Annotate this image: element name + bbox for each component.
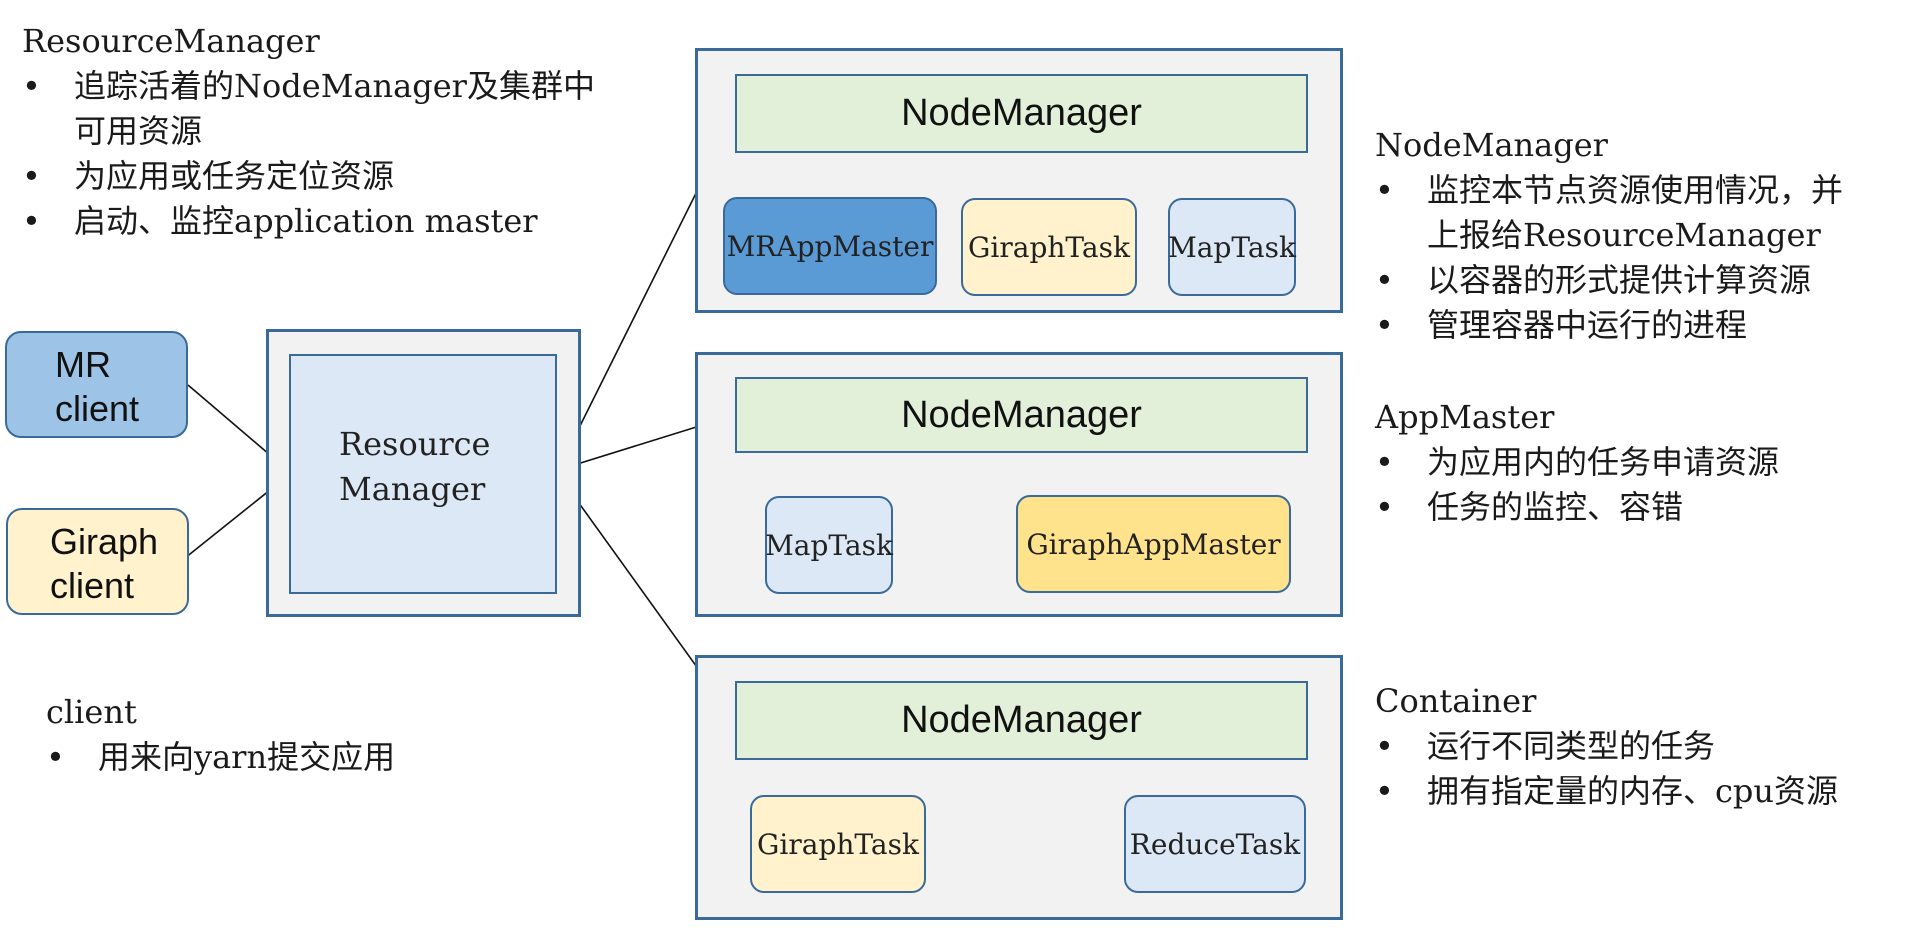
client-note-title: client (46, 693, 137, 731)
resource-manager-note-item: 启动、监控application master (22, 199, 595, 244)
client-note-item: 用来向yarn提交应用 (46, 735, 395, 780)
mrappmaster-task: MRAppMaster (723, 197, 937, 295)
resource-manager-note-title: ResourceManager (22, 22, 320, 60)
resource-manager-box: Resource Manager (289, 354, 557, 594)
map-task: MapTask (765, 496, 893, 594)
node-manager-note-title: NodeManager (1375, 126, 1608, 164)
node-manager-1: NodeManager (735, 74, 1308, 153)
container-note-title: Container (1375, 682, 1537, 720)
giraph-client-label-line1: Giraph (50, 521, 159, 562)
resource-manager-label-line1: Resource (339, 425, 491, 463)
mr-client-label-line2: client (55, 388, 140, 429)
node-manager-3: NodeManager (735, 681, 1308, 760)
app-master-note: AppMaster 为应用内的任务申请资源 任务的监控、容错 (1375, 395, 1779, 530)
resource-manager-note-item: 为应用或任务定位资源 (22, 154, 595, 199)
node-manager-note-item: 以容器的形式提供计算资源 (1375, 258, 1843, 303)
giraph-client-label-line2: client (50, 565, 135, 606)
mr-client-label-line1: MR (55, 344, 111, 385)
node-manager-note-item: 管理容器中运行的进程 (1375, 303, 1843, 348)
resource-manager-note: ResourceManager 追踪活着的NodeManager及集群中 可用资… (22, 19, 595, 244)
node-manager-note-item: 监控本节点资源使用情况，并 上报给ResourceManager (1375, 168, 1843, 258)
giraph-task: GiraphTask (961, 198, 1137, 296)
container-note: Container 运行不同类型的任务 拥有指定量的内存、cpu资源 (1375, 679, 1838, 814)
mr-client-box: MR client (5, 331, 188, 438)
client-note: client 用来向yarn提交应用 (46, 690, 395, 780)
giraph-app-master-task: GiraphAppMaster (1016, 495, 1291, 593)
container-note-item: 拥有指定量的内存、cpu资源 (1375, 769, 1838, 814)
app-master-note-item: 为应用内的任务申请资源 (1375, 440, 1779, 485)
reduce-task: ReduceTask (1124, 795, 1306, 893)
giraph-task: GiraphTask (750, 795, 926, 893)
resource-manager-note-item: 追踪活着的NodeManager及集群中 可用资源 (22, 64, 595, 154)
node-manager-note: NodeManager 监控本节点资源使用情况，并 上报给ResourceMan… (1375, 123, 1843, 348)
resource-manager-label-line2: Manager (339, 470, 486, 508)
container-note-item: 运行不同类型的任务 (1375, 724, 1838, 769)
map-task: MapTask (1168, 198, 1296, 296)
app-master-note-item: 任务的监控、容错 (1375, 485, 1779, 530)
giraph-client-box: Giraph client (6, 508, 189, 615)
node-manager-2: NodeManager (735, 377, 1308, 453)
app-master-note-title: AppMaster (1375, 398, 1555, 436)
